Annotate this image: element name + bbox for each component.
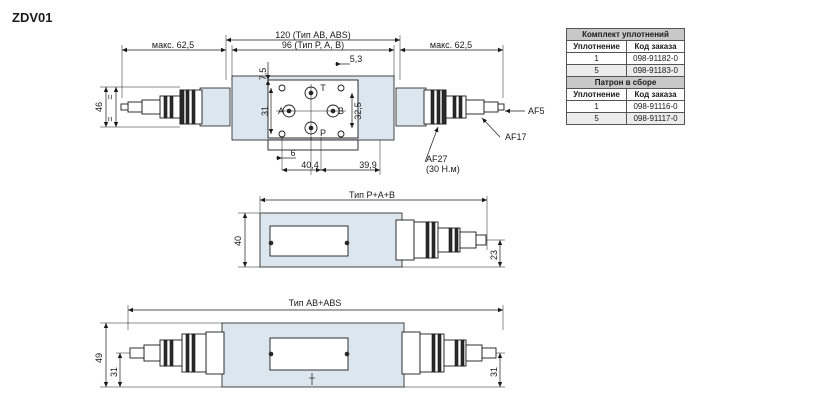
order-code-table: Комплект уплотнений Уплотнение Код заказ… xyxy=(565,28,685,125)
port-b-label: B xyxy=(338,106,344,116)
dim-32-5: 32,5 xyxy=(353,102,363,120)
dim-31: 31 xyxy=(260,106,270,116)
table-row: 1 098-91116-0 xyxy=(565,100,685,113)
dim-eq-upper: = xyxy=(105,94,115,99)
dim-eq-lower: = xyxy=(105,116,115,121)
port-t-label: T xyxy=(320,83,326,93)
right-cartridge xyxy=(395,87,505,127)
label-af27: AF27 xyxy=(426,154,448,164)
dim-max-right: макс. 62,5 xyxy=(430,40,472,50)
cell-seal: 5 xyxy=(565,64,628,77)
dim-23: 23 xyxy=(489,250,499,260)
dim-6: 6 xyxy=(290,148,295,158)
port-p-label: P xyxy=(320,128,326,138)
label-af5: AF5 xyxy=(528,106,545,116)
cell-seal: 5 xyxy=(565,112,628,125)
dim-7-5: 7,5 xyxy=(258,68,268,81)
label-type-pab: Тип P+A+B xyxy=(349,190,395,200)
table-row: 5 098-91183-0 xyxy=(565,64,685,77)
dim-46: 46 xyxy=(94,102,104,112)
bottom-view: Тип AB+ABS 49 31 xyxy=(94,298,505,388)
left-cartridge xyxy=(120,87,231,127)
page-title: ZDV01 xyxy=(12,10,53,25)
dim-96: 96 (Тип P, A, B) xyxy=(282,40,344,50)
top-view: макс. 62,5 120 (Тип AB, ABS) 96 (Тип P, … xyxy=(94,30,545,175)
table-header-row: Уплотнение Код заказа xyxy=(565,40,685,53)
label-af17: AF17 xyxy=(505,132,527,142)
middle-view: Тип P+A+B 40 23 xyxy=(233,190,505,268)
section2-title: Патрон в сборе xyxy=(566,76,685,89)
table-row: 1 098-91182-0 xyxy=(565,52,685,65)
port-pattern xyxy=(276,84,346,140)
cell-code: 098-91117-0 xyxy=(626,112,685,125)
dim-31-left: 31 xyxy=(109,367,119,377)
cell-code: 098-91116-0 xyxy=(626,100,685,113)
table-row: 5 098-91117-0 xyxy=(565,112,685,125)
label-type-ababs: Тип AB+ABS xyxy=(289,298,342,308)
dim-40-4: 40,4 xyxy=(301,160,319,170)
label-torque: (30 Н.м) xyxy=(426,164,460,174)
dim-120: 120 (Тип AB, ABS) xyxy=(275,30,351,40)
table-section-seal-kit: Комплект уплотнений xyxy=(566,28,685,41)
table-header-row: Уплотнение Код заказа xyxy=(565,88,685,101)
dim-40: 40 xyxy=(233,236,243,246)
dim-39-9: 39,9 xyxy=(359,160,377,170)
cell-code: 098-91182-0 xyxy=(626,52,685,65)
dim-49: 49 xyxy=(94,353,104,363)
table-section-cartridge: Патрон в сборе xyxy=(566,76,685,89)
col-order-header: Код заказа xyxy=(626,88,685,101)
dim-5-3: 5,3 xyxy=(350,54,363,64)
cell-code: 098-91183-0 xyxy=(626,64,685,77)
port-a-label: A xyxy=(278,106,284,116)
col-order-header: Код заказа xyxy=(626,40,685,53)
dim-max-left: макс. 62,5 xyxy=(152,40,194,50)
cell-seal: 1 xyxy=(565,100,628,113)
cell-seal: 1 xyxy=(565,52,628,65)
col-seal-header: Уплотнение xyxy=(565,40,628,53)
section1-title: Комплект уплотнений xyxy=(566,28,685,41)
dim-31-right: 31 xyxy=(489,367,499,377)
col-seal-header: Уплотнение xyxy=(565,88,628,101)
